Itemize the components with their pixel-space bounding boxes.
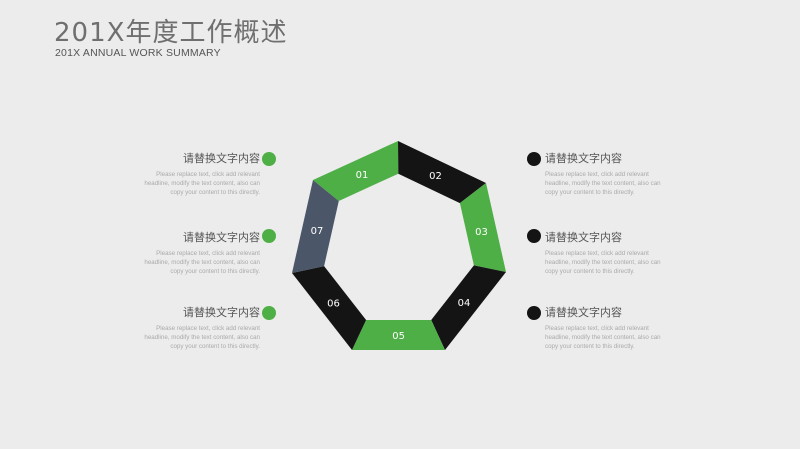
ring-segment-label-04: 04 <box>458 298 471 309</box>
right-item-1-body: Please replace text, click add relevant … <box>545 171 661 196</box>
left-item-1-heading: 请替换文字内容 <box>183 152 260 165</box>
ring-segment-06 <box>292 266 367 350</box>
ring-segment-label-07: 07 <box>311 226 324 237</box>
ring-segment-07 <box>292 180 339 273</box>
left-item-2: 请替换文字内容 Please replace text, click add r… <box>140 229 260 276</box>
right-item-1: 请替换文字内容 Please replace text, click add r… <box>545 150 665 197</box>
left-bullet-1 <box>262 152 276 166</box>
left-item-3-heading: 请替换文字内容 <box>183 306 260 319</box>
right-item-2-body: Please replace text, click add relevant … <box>545 250 661 275</box>
ring-segment-03 <box>459 183 506 272</box>
ring-segment-01 <box>313 141 399 201</box>
ring-segment-label-02: 02 <box>429 171 442 182</box>
left-bullet-2 <box>262 229 276 243</box>
ring-segment-label-06: 06 <box>327 298 340 309</box>
right-item-3: 请替换文字内容 Please replace text, click add r… <box>545 304 665 351</box>
ring-segment-05 <box>352 320 445 350</box>
right-bullet-1 <box>527 152 541 166</box>
left-item-2-heading: 请替换文字内容 <box>183 231 260 244</box>
left-item-1-body: Please replace text, click add relevant … <box>144 171 260 196</box>
right-item-3-body: Please replace text, click add relevant … <box>545 325 661 350</box>
right-item-2-heading: 请替换文字内容 <box>545 231 622 244</box>
page-subtitle: 201X ANNUAL WORK SUMMARY <box>55 47 221 59</box>
right-item-3-heading: 请替换文字内容 <box>545 306 622 319</box>
ring-segment-02 <box>398 141 486 204</box>
ring-segment-label-05: 05 <box>392 331 405 342</box>
ring-segment-label-01: 01 <box>356 170 369 181</box>
right-bullet-3 <box>527 306 541 320</box>
left-item-3: 请替换文字内容 Please replace text, click add r… <box>140 304 260 351</box>
right-item-1-heading: 请替换文字内容 <box>545 152 622 165</box>
left-bullet-3 <box>262 306 276 320</box>
ring-segment-04 <box>431 265 506 350</box>
right-bullet-2 <box>527 229 541 243</box>
left-item-2-body: Please replace text, click add relevant … <box>144 250 260 275</box>
left-item-3-body: Please replace text, click add relevant … <box>144 325 260 350</box>
ring-segment-label-03: 03 <box>475 227 488 238</box>
left-item-1: 请替换文字内容 Please replace text, click add r… <box>140 150 260 197</box>
page-title: 201X年度工作概述 <box>54 18 288 48</box>
right-item-2: 请替换文字内容 Please replace text, click add r… <box>545 229 665 276</box>
